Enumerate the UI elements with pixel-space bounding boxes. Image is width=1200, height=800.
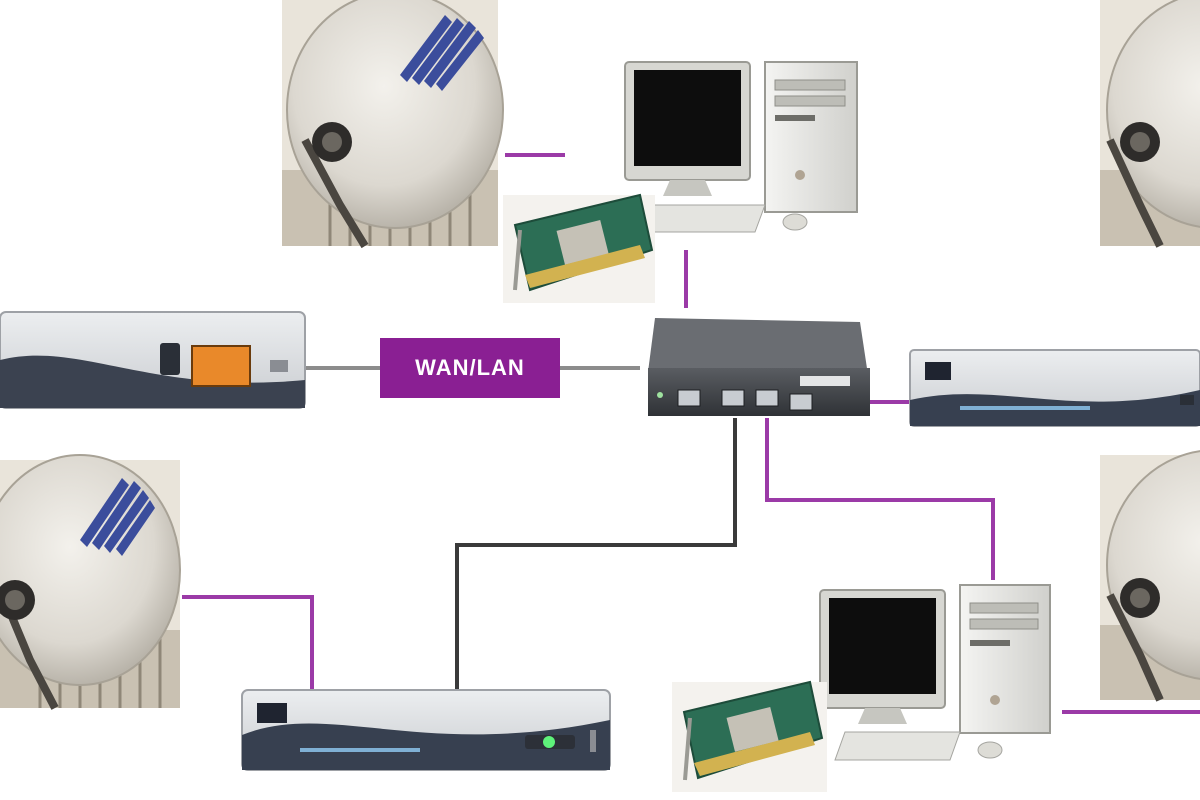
network-switch (640, 308, 870, 418)
desktop-computer-bottom (819, 584, 1051, 761)
wan-lan-label-text: WAN/LAN (415, 355, 525, 380)
desktop-computer-top (624, 61, 858, 233)
link-switch-to-receiver-bottom (455, 400, 737, 690)
satellite-receiver-right (909, 349, 1200, 427)
satellite-receiver-left (0, 311, 306, 409)
satellite-dish-bottom-left (0, 454, 181, 710)
dvb-pci-card-bottom (672, 680, 827, 792)
satellite-receiver-bottom (241, 689, 611, 771)
satellite-dish-top-left (282, 0, 504, 249)
satellite-dish-top-right (1100, 0, 1200, 248)
dvb-pci-card-top (503, 193, 655, 303)
link-dish-bottom-left (182, 595, 314, 690)
satellite-dish-bottom-right (1100, 450, 1200, 702)
wan-lan-label: WAN/LAN (380, 338, 560, 398)
link-switch-to-pc-bottom (765, 405, 995, 580)
